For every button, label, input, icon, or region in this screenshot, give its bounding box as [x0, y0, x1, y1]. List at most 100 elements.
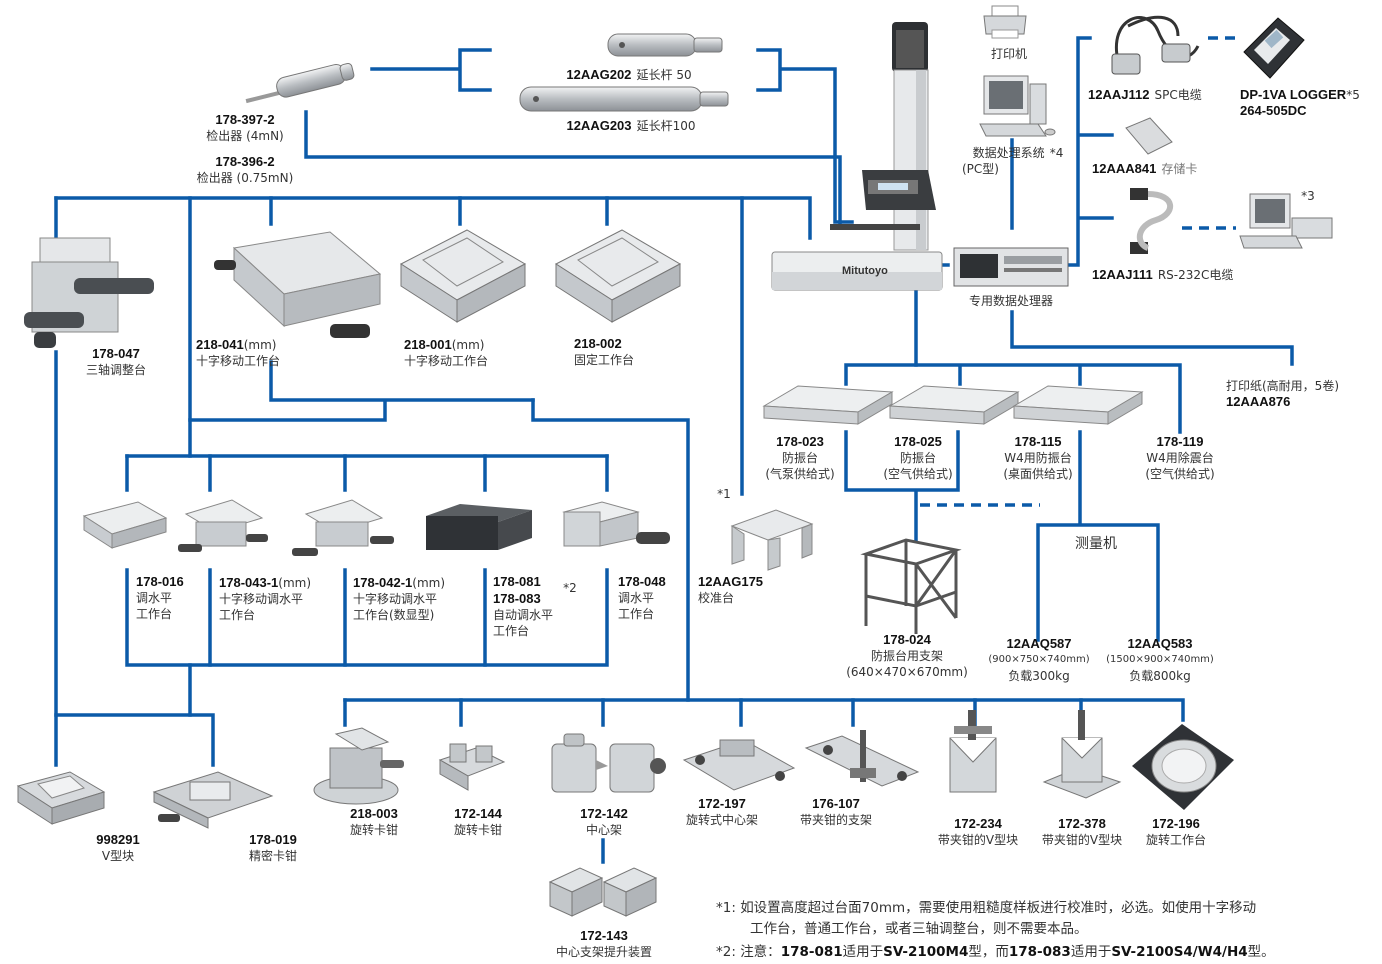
footnote-1: *1: 如设置高度超过台面70mm，需要使用粗糙度样板进行校准时，必选。如使用十… [716, 898, 1256, 919]
fixture-2-label: 172-144 旋转卡钳 [438, 806, 518, 838]
three-axis-desc: 三轴调整台 [85, 363, 146, 377]
cross-table-1-desc: 十字移动工作台 [196, 354, 281, 368]
v-block-998291-desc: V型块 [101, 849, 135, 863]
vibration-1-desc1: 防振台 [781, 451, 818, 465]
leveling-4-footnote-mark: *2 [563, 581, 577, 595]
rotary-vise-218-003-image [313, 727, 404, 805]
logger-code: DP-1VA LOGGER [1240, 87, 1347, 102]
fixture-1-code: 218-003 [350, 806, 398, 821]
vise-178-019-desc: 精密卡钳 [248, 849, 297, 863]
machine-stand-2-size: (1500×900×740mm) [1106, 654, 1214, 665]
surface-roughness-tester-image: Mitutoyo [771, 22, 943, 291]
rotary-table-172-196-image [1132, 724, 1234, 810]
footnote-2-t3: 型，而 [968, 944, 1009, 960]
vibration-3-desc2: (桌面供给式) [1003, 467, 1073, 481]
v-block-clamp-172-378-image [1042, 710, 1122, 799]
vibration-1-code: 178-023 [776, 434, 824, 449]
fixture-8-label: 172-196 旋转工作台 [1134, 816, 1218, 848]
cross-table-2-code: 218-001 [404, 337, 452, 352]
logger-code-2: 264-505DC [1240, 103, 1307, 118]
data-processor-image [953, 247, 1069, 287]
extension-50-desc: 延长杆 50 [636, 68, 692, 82]
memory-card-image [1125, 117, 1173, 155]
fixture-3-code: 172-142 [580, 806, 628, 821]
fixture-7-code: 172-378 [1058, 816, 1106, 831]
fixture-5-code: 176-107 [812, 796, 860, 811]
v-block-998291-label: 998291 V型块 [86, 832, 150, 864]
probe-2-label: 178-396-2 检出器 (0.75mN) [182, 154, 308, 186]
vise-178-019-label: 178-019 精密卡钳 [240, 832, 306, 864]
cross-table-1-code: 218-041 [196, 337, 244, 352]
vibration-1-desc2: (气泵供给式) [765, 467, 835, 481]
machine-stand-1-code: 12AAQ587 [1006, 636, 1072, 651]
v-block-clamp-172-234-image [949, 710, 997, 793]
vibration-stand-desc2: (640×470×670mm) [846, 665, 968, 679]
v-block-998291-code: 998291 [96, 832, 140, 847]
fixture-2-code: 172-144 [454, 806, 502, 821]
leveling-5-label: 178-048 调水平 工作台 [618, 574, 678, 622]
center-lift-label: 172-143 中心支架提升装置 [544, 928, 664, 960]
rs232c-desc: RS-232C电缆 [1157, 268, 1234, 282]
fixed-table-label: 218-002 固定工作台 [574, 336, 654, 368]
vibration-3-desc1: W4用防振台 [1004, 451, 1072, 465]
leveling-1-code: 178-016 [136, 574, 184, 589]
fixture-6-label: 172-234 带夹钳的V型块 [926, 816, 1030, 848]
extension-100-code: 12AAG203 [566, 118, 632, 133]
probe-1-desc: 检出器 (4mN) [206, 129, 284, 143]
leveling-2-desc1: 十字移动调水平 [219, 592, 304, 606]
leveling-5-code: 178-048 [618, 574, 666, 589]
leveling-1-desc2: 工作台 [136, 607, 173, 621]
footnote-1-line2: 工作台，普通工作台，或者三轴调整台，则不需要本品。 [750, 921, 1088, 937]
printer-paper-label: 打印纸(高耐用，5卷) 12AAA876 [1226, 378, 1356, 410]
vibration-2-label: 178-025 防振台 (空气供给式) [870, 434, 966, 482]
pc2-image [1239, 193, 1333, 249]
calib-desc: 校准台 [698, 591, 735, 605]
printer-paper-code: 12AAA876 [1226, 394, 1291, 409]
pc-label-line1: 数据处理系统 [972, 146, 1045, 160]
printer-image [983, 5, 1027, 39]
pc-footnote-mark: *4 [1049, 146, 1064, 160]
rs232c-label: 12AAJ111 RS-232C电缆 [1092, 266, 1252, 283]
extension-rod-100-image [519, 86, 729, 112]
rotary-center-172-197-image [682, 739, 796, 791]
leveling-3-desc1: 十字移动调水平 [353, 592, 438, 606]
extension-100-label: 12AAG203 延长杆100 [556, 117, 706, 134]
cross-table-1-label: 218-041(mm) 十字移动工作台 [196, 336, 312, 369]
leveling-4-code1: 178-081 [493, 574, 541, 589]
center-lift-172-143-image [548, 867, 658, 917]
leveling-2-unit: (mm) [278, 576, 312, 590]
leveling-1-label: 178-016 调水平 工作台 [136, 574, 206, 622]
spc-cable-code: 12AAJ112 [1088, 87, 1150, 102]
leveling-2-desc2: 工作台 [219, 608, 256, 622]
three-axis-stage-image [24, 237, 154, 348]
footnote-2: *2: 注意：178-081适用于SV-2100M4型，而178-083适用于S… [716, 942, 1275, 963]
footnote-1-cont: 工作台，普通工作台，或者三轴调整台，则不需要本品。 [750, 919, 1088, 940]
calib-label: 12AAG175 校准台 [698, 574, 782, 606]
machine-stand-2-label: 12AAQ583 (1500×900×740mm) 负载800kg [1104, 636, 1216, 684]
fixture-6-code: 172-234 [954, 816, 1002, 831]
vibration-stand-image [860, 538, 962, 634]
probe-2-desc: 检出器 (0.75mN) [196, 171, 294, 185]
fixture-4-code: 172-197 [698, 796, 746, 811]
footnote-2-c2: SV-2100M4 [883, 944, 969, 960]
leveling-2-label: 178-043-1(mm) 十字移动调水平 工作台 [219, 574, 339, 623]
probe-1-code: 178-397-2 [215, 112, 275, 127]
leveling-4-desc2: 工作台 [493, 624, 530, 638]
vibration-stand-label: 178-024 防振台用支架 (640×470×670mm) [844, 632, 970, 680]
fixture-4-desc: 旋转式中心架 [685, 813, 758, 827]
cross-table-1-unit: (mm) [243, 338, 277, 352]
fixture-1-label: 218-003 旋转卡钳 [334, 806, 414, 838]
fixture-8-code: 172-196 [1152, 816, 1200, 831]
leveling-3-label: 178-042-1(mm) 十字移动调水平 工作台(数显型) [353, 574, 477, 623]
vibration-4-desc2: (空气供给式) [1145, 467, 1215, 481]
cross-table-218-041-image [214, 231, 382, 338]
logger-footnote-mark: *5 [1346, 88, 1360, 102]
machine-stand-1-label: 12AAQ587 (900×750×740mm) 负载300kg [984, 636, 1094, 684]
leveling-4-label: 178-081 178-083 自动调水平 工作台 [493, 574, 593, 639]
leveling-4-desc1: 自动调水平 [493, 608, 554, 622]
measuring-machine-label: 测量机 [1075, 536, 1117, 552]
vibration-2-desc1: 防振台 [899, 451, 936, 465]
clamp-support-176-107-image [804, 730, 920, 787]
fixed-table-code: 218-002 [574, 336, 622, 351]
